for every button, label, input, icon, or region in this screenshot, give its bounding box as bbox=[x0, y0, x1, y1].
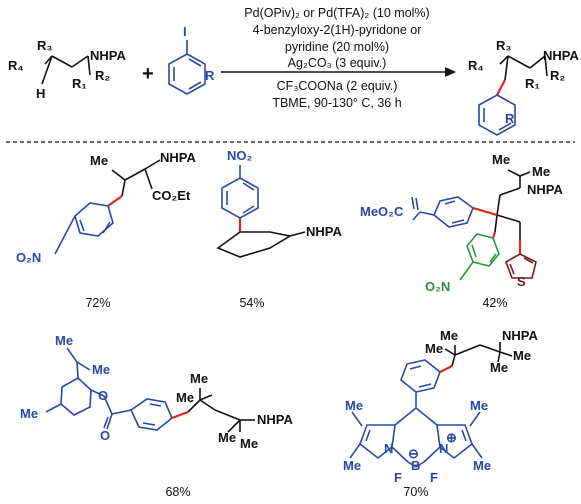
p5-me2: Me bbox=[470, 398, 488, 413]
iodo-label: I bbox=[183, 24, 187, 39]
p5-me-b: Me bbox=[425, 341, 443, 356]
yield-product-4: 68% bbox=[165, 485, 191, 499]
p5-me-c: Me bbox=[490, 360, 508, 375]
r2-label: R₂ bbox=[95, 68, 110, 83]
r-product-label: R bbox=[505, 111, 515, 126]
product-3: Me Me NHPA MeO₂C O₂N S bbox=[360, 152, 563, 294]
aryl-iodide bbox=[168, 40, 206, 95]
p3-s: S bbox=[517, 274, 526, 289]
p5-me3: Me bbox=[343, 458, 361, 473]
r1-label: R₁ bbox=[72, 76, 87, 91]
arrow-head bbox=[445, 67, 456, 77]
p4-me-ipr1: Me bbox=[55, 333, 73, 348]
product-aryl bbox=[478, 94, 516, 136]
yield-product-3: 42% bbox=[482, 296, 508, 310]
product-2: NO₂ NHPA bbox=[216, 148, 342, 258]
r-aryl-label: R bbox=[205, 68, 215, 83]
condition-ligand: 4-benzyloxy-2(1H)-pyridone or bbox=[252, 23, 422, 37]
condition-additive: CF₃COONa (2 equiv.) bbox=[276, 79, 398, 93]
h-label: H bbox=[36, 86, 45, 101]
p5-me4: Me bbox=[473, 458, 491, 473]
r3-product-label: R₃ bbox=[496, 38, 511, 53]
p5-me-a: Me bbox=[440, 328, 458, 343]
p3-o2n: O₂N bbox=[425, 279, 450, 294]
p5-f-left: F bbox=[394, 470, 402, 485]
p3-me1: Me bbox=[492, 152, 510, 167]
p1-me: Me bbox=[90, 153, 108, 168]
p4-nhpa: NHPA bbox=[257, 412, 293, 427]
p1-nhpa: NHPA bbox=[160, 150, 196, 165]
p3-meo2c: MeO₂C bbox=[360, 204, 404, 219]
r2-product-label: R₂ bbox=[550, 68, 565, 83]
condition-catalyst: Pd(OPiv)₂ or Pd(TFA)₂ (10 mol%) bbox=[244, 6, 430, 20]
starting-amine bbox=[41, 55, 91, 85]
p4-me-a: Me bbox=[190, 371, 208, 386]
p5-minus: ⊖ bbox=[408, 446, 419, 461]
p2-nhpa: NHPA bbox=[306, 224, 342, 239]
r3-label: R₃ bbox=[37, 38, 52, 53]
yield-product-5: 70% bbox=[403, 485, 429, 499]
product-5: Me Me Me Me NHPA Me Me Me M bbox=[343, 328, 538, 485]
p1-no2: O₂N bbox=[16, 250, 41, 265]
product-4: Me Me Me O O Me Me Me Me NHPA bbox=[20, 333, 293, 451]
p1-co2et: CO₂Et bbox=[152, 188, 191, 203]
p3-nhpa: NHPA bbox=[527, 182, 563, 197]
r4-label: R₄ bbox=[8, 58, 24, 73]
product-amine bbox=[499, 55, 548, 81]
r1-product-label: R₁ bbox=[525, 76, 540, 91]
yield-product-1: 72% bbox=[85, 296, 111, 310]
p5-b: B bbox=[411, 458, 420, 473]
condition-solvent: TBME, 90-130° C, 36 h bbox=[272, 96, 402, 110]
new-bond bbox=[496, 79, 506, 96]
p5-plus: ⊕ bbox=[446, 430, 457, 445]
condition-oxidant: Ag₂CO₃ (3 equiv.) bbox=[287, 56, 387, 70]
plus-sign: + bbox=[142, 63, 154, 85]
p5-nhpa: NHPA bbox=[502, 328, 538, 343]
p4-me-ipr2: Me bbox=[92, 362, 110, 377]
p5-n-left: N bbox=[384, 441, 393, 456]
p5-me-d: Me bbox=[513, 348, 531, 363]
p4-o-ester: O bbox=[98, 388, 108, 403]
p4-o-carbonyl: O bbox=[100, 428, 110, 443]
nhpa-product-label: NHPA bbox=[543, 48, 579, 63]
r4-product-label: R₄ bbox=[468, 58, 484, 73]
p4-me-c: Me bbox=[218, 430, 236, 445]
p4-me-ring: Me bbox=[20, 406, 38, 421]
product-1: Me NHPA CO₂Et O₂N bbox=[16, 150, 196, 265]
p2-no2: NO₂ bbox=[227, 148, 253, 163]
p5-f-right: F bbox=[430, 470, 438, 485]
p3-me2: Me bbox=[532, 164, 550, 179]
yield-product-2: 54% bbox=[239, 296, 265, 310]
p4-me-d: Me bbox=[240, 436, 258, 451]
nhpa-label: NHPA bbox=[90, 48, 126, 63]
p5-n-right: N bbox=[439, 441, 448, 456]
condition-pyridine: pyridine (20 mol%) bbox=[284, 40, 390, 54]
p5-me1: Me bbox=[345, 398, 363, 413]
p4-me-b: Me bbox=[176, 390, 194, 405]
